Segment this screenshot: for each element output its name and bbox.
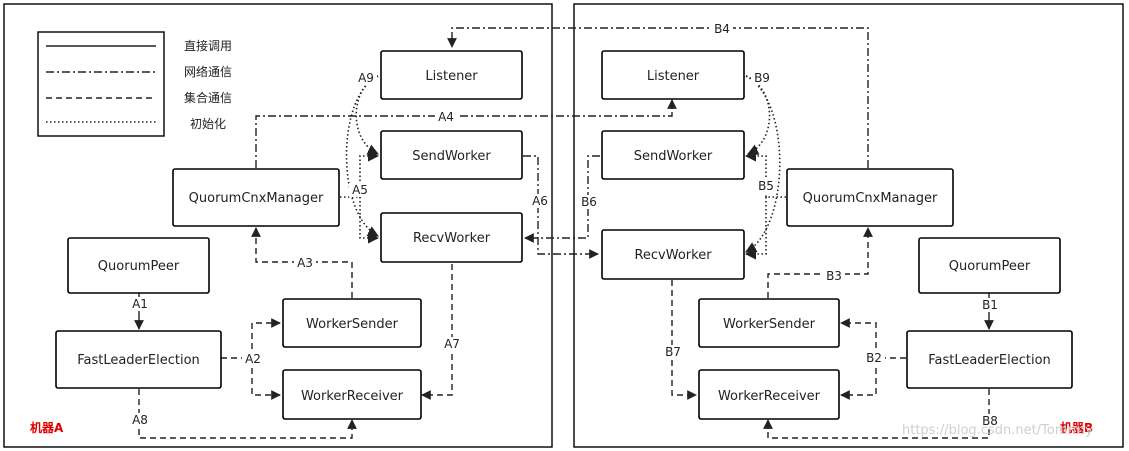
quorum-cnx-manager-b: QuorumCnxManager: [786, 168, 954, 227]
edge-label-a2: A2: [245, 352, 261, 366]
worker-receiver-a-label: WorkerReceiver: [301, 389, 404, 404]
recv-worker-b-label: RecvWorker: [634, 248, 712, 263]
legend-init: 初始化: [190, 117, 226, 131]
worker-receiver-b-label: WorkerReceiver: [718, 389, 821, 404]
edge-label-b8: B8: [982, 414, 998, 428]
quorum-peer-a: QuorumPeer: [67, 237, 210, 294]
edge-b5-send: [744, 150, 786, 198]
edge-b5-recv: [744, 197, 767, 260]
worker-sender-b-label: WorkerSender: [723, 317, 816, 332]
edge-a2-sender: [221, 318, 281, 359]
edge-label-b7: B7: [665, 345, 681, 359]
edge-b8: [763, 389, 990, 439]
edge-b9-recv: [745, 75, 781, 253]
legend-collection: 集合通信: [184, 90, 232, 105]
machine-a-frame: [3, 3, 553, 448]
recv-worker-a: RecvWorker: [380, 212, 523, 263]
edge-label-a7: A7: [444, 337, 460, 351]
legend-network: 网络通信: [184, 64, 232, 79]
edge-a9-send: [355, 75, 380, 155]
send-worker-b-label: SendWorker: [634, 149, 713, 164]
edge-label-a5: A5: [352, 183, 368, 197]
edge-label-b6: B6: [581, 195, 597, 209]
edge-b7: [671, 280, 697, 400]
edge-label-a9: A9: [358, 71, 374, 85]
listener-b-label: Listener: [647, 69, 700, 84]
send-worker-a: SendWorker: [380, 130, 523, 180]
edge-b2-sender: [840, 318, 906, 359]
watermark: https://blog.csdn.net/Tomrmy: [902, 423, 1093, 438]
fast-leader-election-a: FastLeaderElection: [55, 330, 222, 389]
edge-a4: [255, 99, 677, 168]
worker-sender-a-label: WorkerSender: [306, 317, 399, 332]
listener-a: Listener: [380, 50, 523, 100]
legend-box: [37, 31, 165, 137]
edge-b3: [767, 227, 873, 298]
edge-a2-receiver: [251, 358, 281, 400]
edge-label-a4: A4: [438, 110, 454, 124]
worker-sender-b: WorkerSender: [698, 298, 840, 348]
recv-worker-a-label: RecvWorker: [413, 231, 491, 246]
quorum-cnx-manager-a: QuorumCnxManager: [172, 168, 340, 227]
quorum-peer-b-label: QuorumPeer: [949, 259, 1031, 274]
edge-label-b5: B5: [758, 179, 774, 193]
edge-a9-recv: [345, 75, 379, 237]
edge-label-b3: B3: [826, 269, 842, 283]
edge-a7: [421, 264, 453, 400]
worker-receiver-b: WorkerReceiver: [698, 369, 840, 420]
listener-b: Listener: [601, 50, 745, 100]
edge-label-b1: B1: [982, 298, 998, 312]
edge-label-a3: A3: [297, 256, 313, 270]
machine-b-frame: [573, 3, 1124, 448]
edge-a5-recv: [359, 197, 380, 244]
machine-b-label: 机器B: [1060, 420, 1093, 435]
edge-label-b9: B9: [754, 71, 770, 85]
quorum-cnx-manager-b-label: QuorumCnxManager: [803, 191, 938, 206]
edge-label-a8: A8: [132, 413, 148, 427]
edge-label-b2: B2: [866, 351, 882, 365]
recv-worker-b: RecvWorker: [601, 229, 745, 280]
edge-b2-receiver: [840, 358, 877, 400]
machine-a-label: 机器A: [30, 420, 64, 435]
edge-b9-send: [745, 75, 771, 155]
send-worker-a-label: SendWorker: [412, 149, 491, 164]
edge-label-a6: A6: [532, 194, 548, 208]
legend: 直接调用 网络通信 集合通信 初始化: [37, 31, 232, 137]
fast-leader-election-b-label: FastLeaderElection: [928, 353, 1051, 368]
edge-b4: [447, 27, 869, 168]
quorum-peer-b: QuorumPeer: [918, 237, 1061, 294]
edge-label-b4: B4: [714, 22, 730, 36]
edge-a5-send: [340, 150, 380, 198]
worker-receiver-a: WorkerReceiver: [282, 369, 422, 420]
quorum-peer-a-label: QuorumPeer: [98, 259, 180, 274]
edge-label-a1: A1: [132, 297, 148, 311]
fast-leader-election-b: FastLeaderElection: [906, 330, 1073, 389]
send-worker-b: SendWorker: [601, 130, 745, 180]
worker-sender-a: WorkerSender: [282, 298, 422, 348]
listener-a-label: Listener: [425, 69, 478, 84]
legend-direct-call: 直接调用: [184, 38, 232, 53]
edge-labels: A1 A2 A3 A4 A5 A6 A7 A8 A9 B1 B2 B3 B4 B…: [129, 22, 1001, 428]
fast-leader-election-a-label: FastLeaderElection: [77, 353, 200, 368]
quorum-cnx-manager-a-label: QuorumCnxManager: [189, 191, 324, 206]
